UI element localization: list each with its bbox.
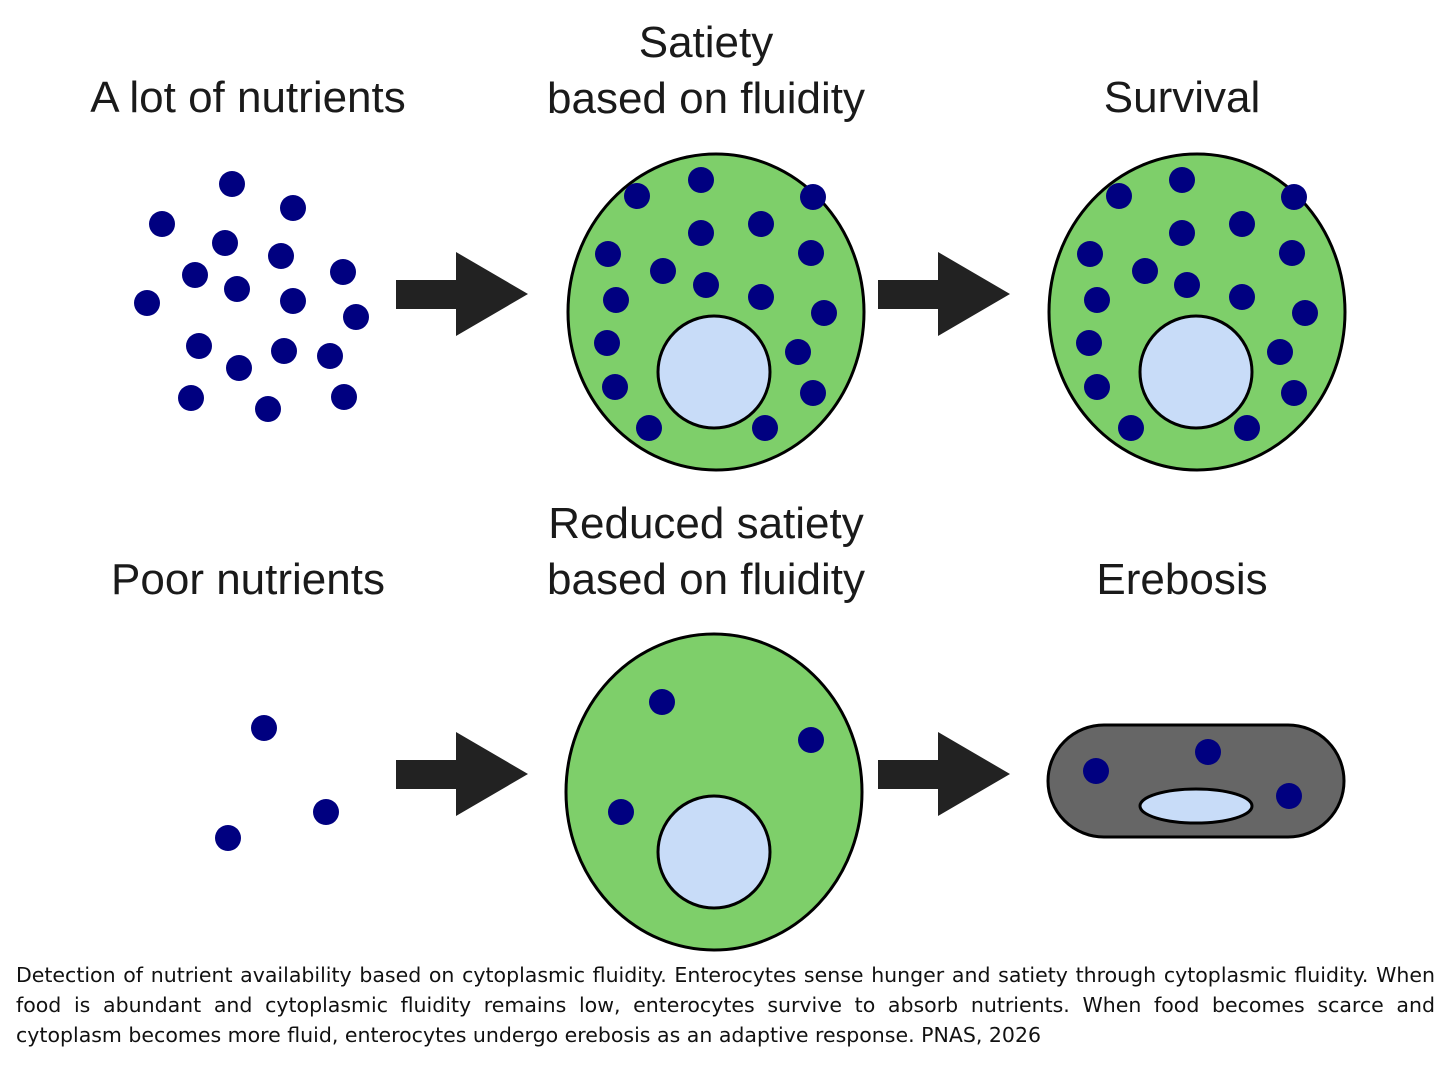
nutrient-dot (650, 258, 676, 284)
nucleus (1138, 314, 1254, 430)
label-reduced-satiety: Reduced satiety (548, 499, 864, 548)
cell-nutrients (1076, 167, 1318, 441)
nutrient-dot (800, 380, 826, 406)
nutrient-dot (224, 276, 250, 302)
nucleus (1138, 787, 1254, 825)
nucleus (656, 794, 772, 910)
nutrient-dot (752, 415, 778, 441)
nutrient-cluster-scarce (215, 715, 339, 851)
cytoplasm (564, 632, 864, 952)
nutrient-dot (313, 799, 339, 825)
nutrient-dot (1195, 739, 1221, 765)
nutrient-dot (1077, 241, 1103, 267)
arrow-right-icon (396, 252, 528, 336)
cell-erebosis (1046, 723, 1346, 839)
nutrient-dot (331, 384, 357, 410)
cell-nutrients (594, 167, 837, 441)
cytoplasm (566, 152, 866, 472)
nutrient-dot (1169, 220, 1195, 246)
nutrient-dot (602, 374, 628, 400)
arrow-right-icon (878, 252, 1010, 336)
nutrient-dot (1229, 211, 1255, 237)
label-poor-nutrients: Poor nutrients (111, 555, 385, 604)
nutrient-dot (688, 167, 714, 193)
erebotic-cell-body (1046, 723, 1346, 839)
nutrient-dot (186, 333, 212, 359)
arrow-right-icon (396, 732, 528, 816)
nutrient-dot (1279, 240, 1305, 266)
nutrient-dot (149, 211, 175, 237)
nutrient-dot (271, 338, 297, 364)
label-erebosis: Erebosis (1096, 555, 1267, 604)
nutrient-dot (1174, 272, 1200, 298)
nutrient-dot (212, 230, 238, 256)
cell-nutrients (1083, 739, 1302, 809)
nutrient-dot (1106, 183, 1132, 209)
label-based-on-fluidity-bottom: based on fluidity (547, 555, 865, 604)
nutrient-dot (178, 385, 204, 411)
nutrient-dot (624, 183, 650, 209)
nutrient-dot (798, 727, 824, 753)
nutrient-dot (800, 184, 826, 210)
nutrient-dot (343, 304, 369, 330)
nutrient-dot (1267, 339, 1293, 365)
nutrient-dot (748, 211, 774, 237)
figure-caption: Detection of nutrient availability based… (16, 963, 1435, 1047)
nutrient-dot (595, 241, 621, 267)
nutrient-dot (1118, 415, 1144, 441)
cell-satiety (566, 152, 866, 472)
nutrient-dot (1234, 415, 1260, 441)
nutrient-dot (594, 330, 620, 356)
cell-survival (1047, 152, 1347, 472)
nutrient-dot (1292, 300, 1318, 326)
cytoplasm (1047, 152, 1347, 472)
nutrient-dot (280, 195, 306, 221)
nutrient-dot (1169, 167, 1195, 193)
nutrient-dot (603, 287, 629, 313)
nutrient-dot (649, 689, 675, 715)
nutrient-fluidity-diagram: A lot of nutrients Satiety based on flui… (90, 18, 1347, 952)
nutrient-dot (330, 259, 356, 285)
nutrient-dot (1229, 284, 1255, 310)
cell-reduced-satiety (564, 632, 864, 952)
nutrient-dot (317, 343, 343, 369)
nutrient-dot (798, 240, 824, 266)
nutrient-dot (1281, 380, 1307, 406)
label-based-on-fluidity-top: based on fluidity (547, 74, 865, 123)
nutrient-dot (608, 799, 634, 825)
nutrient-dot (226, 355, 252, 381)
arrow-right-icon (878, 732, 1010, 816)
nutrient-dot (1084, 374, 1110, 400)
nutrient-dot (182, 262, 208, 288)
nutrient-cluster-abundant (134, 171, 369, 422)
nutrient-dot (636, 415, 662, 441)
nutrient-dot (219, 171, 245, 197)
nutrient-dot (1083, 758, 1109, 784)
nutrient-dot (688, 220, 714, 246)
nutrient-dot (251, 715, 277, 741)
nutrient-dot (255, 396, 281, 422)
nutrient-dot (1132, 258, 1158, 284)
cell-nutrients (608, 689, 824, 825)
nutrient-dot (1281, 184, 1307, 210)
label-a-lot-of-nutrients: A lot of nutrients (90, 73, 406, 122)
nutrient-dot (134, 290, 160, 316)
nutrient-dot (215, 825, 241, 851)
nutrient-dot (811, 300, 837, 326)
nutrient-dot (748, 284, 774, 310)
nutrient-dot (268, 243, 294, 269)
nutrient-dot (693, 272, 719, 298)
nucleus (656, 314, 772, 430)
label-survival: Survival (1104, 73, 1261, 122)
nutrient-dot (1084, 287, 1110, 313)
nutrient-dot (1276, 783, 1302, 809)
nutrient-dot (1076, 330, 1102, 356)
label-satiety: Satiety (639, 18, 774, 67)
nutrient-dot (280, 288, 306, 314)
nutrient-dot (785, 339, 811, 365)
